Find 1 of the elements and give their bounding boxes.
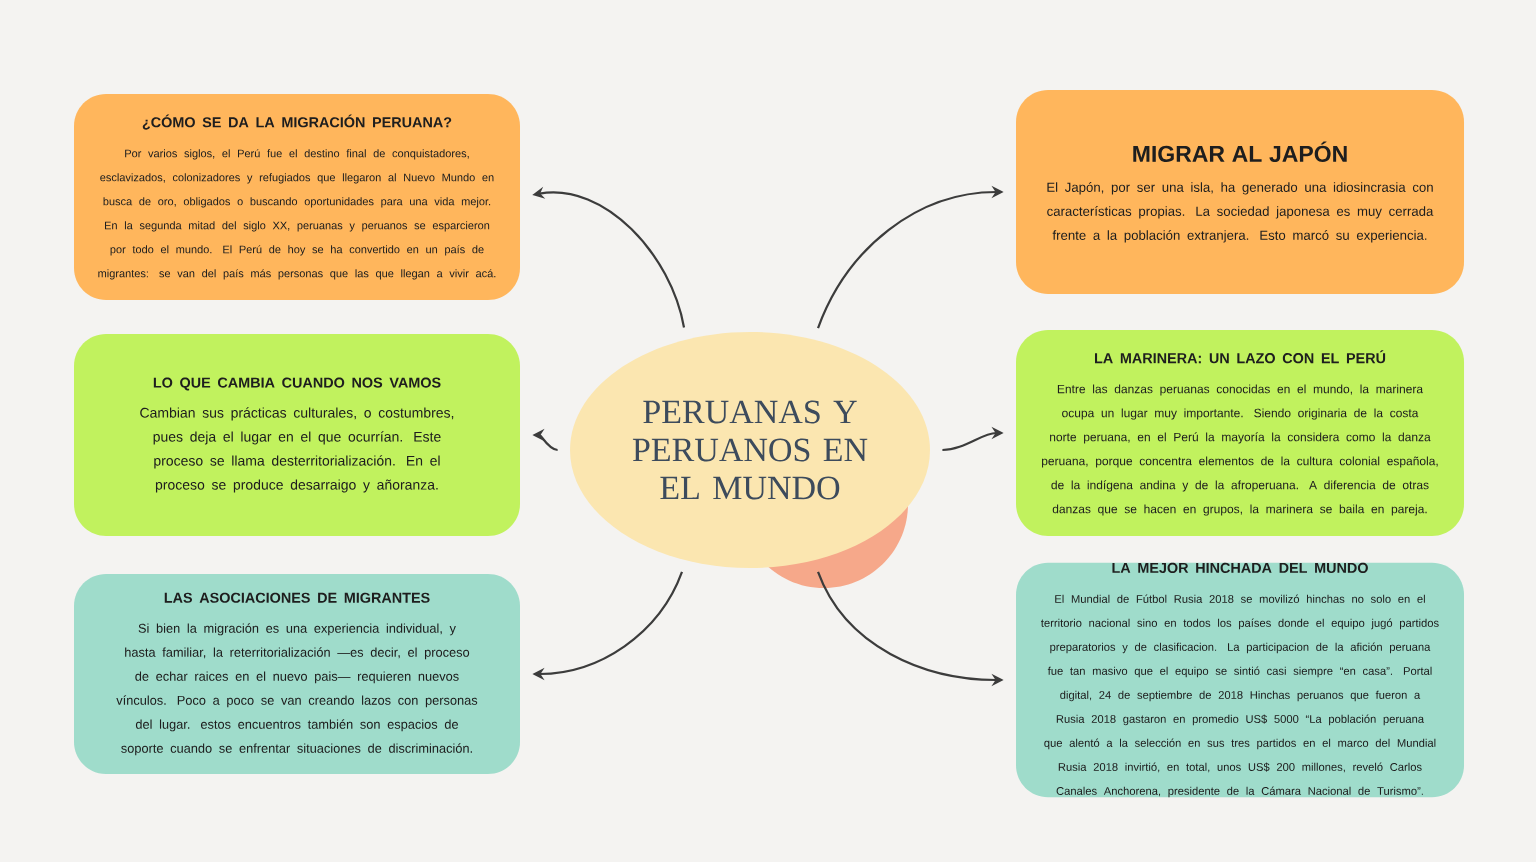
title-blob: PERUANAS Y PERUANOS EN EL MUNDO: [570, 332, 930, 588]
